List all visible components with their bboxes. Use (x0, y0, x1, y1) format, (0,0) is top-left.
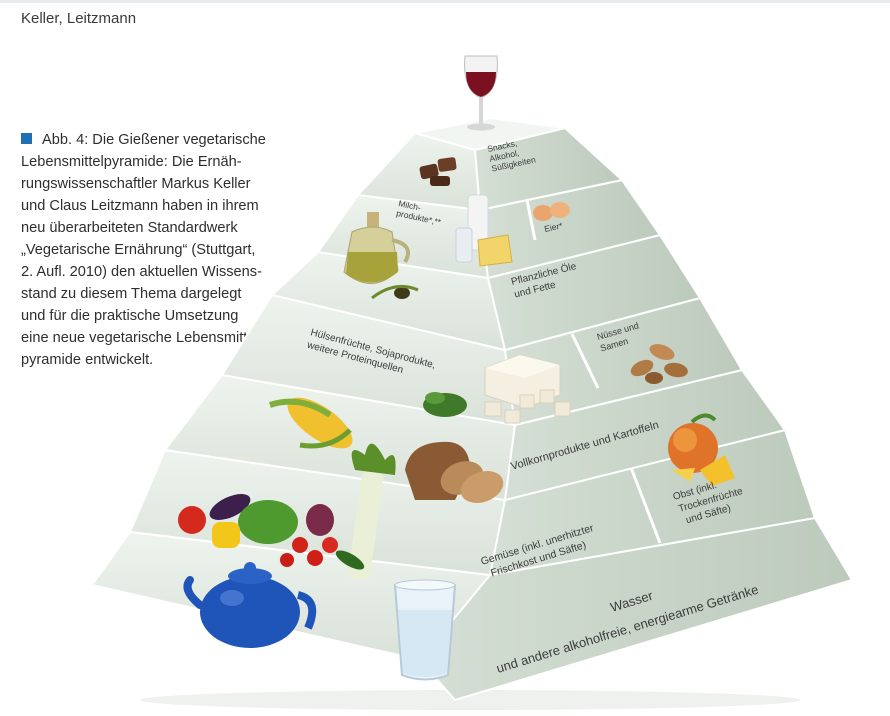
leek-icon (348, 443, 396, 580)
top-rule (0, 0, 890, 3)
milk-cheese-icon (455, 194, 513, 267)
caption-line-3: rungswissenschaftler Markus Keller (21, 176, 251, 192)
caption-marker-icon (21, 133, 32, 144)
caption-line-11: pyramide entwickelt. (21, 352, 154, 368)
bread-icon (405, 441, 504, 503)
fruit-icon (668, 413, 735, 486)
teapot-icon (183, 562, 317, 648)
caption-line-9: und für die praktische Umsetzung (21, 308, 239, 324)
chocolate-icon (419, 157, 457, 186)
caption-line-4: und Claus Leitzmann haben in ihrem (21, 198, 259, 214)
eggs-icon (533, 202, 570, 221)
label-eggs: Eier* (543, 220, 564, 234)
vegetables-icon (178, 494, 365, 570)
corn-icon (269, 397, 353, 449)
caption-line-10: eine neue vegetarische Lebensmittel- (21, 330, 264, 346)
running-header: Keller, Leitzmann (21, 10, 137, 27)
caption-line-2: Lebensmittelpyramide: Die Ernäh- (21, 154, 242, 170)
tier-oils (269, 233, 702, 352)
caption-line-7: 2. Aufl. 2010) den aktuellen Wissens- (21, 264, 262, 280)
herbs-icon (423, 392, 467, 417)
nuts-icon (630, 344, 688, 384)
tofu-icon (484, 354, 571, 424)
caption-line-5: neu überarbeiteten Standardwerk (21, 220, 238, 236)
caption-line-6: „Vegetarische Ernährung“ (Stuttgart, (21, 242, 256, 258)
pyramid-shadow (140, 690, 800, 710)
caption-line-8: stand zu diesem Thema dargelegt (21, 286, 242, 302)
figure-caption: Abb. 4: Die Gießener vegetarische Lebens… (21, 129, 283, 371)
tier-snacks (355, 116, 625, 212)
water-glass-icon (393, 579, 457, 681)
wine-glass-icon (464, 55, 498, 131)
oil-bottle-icon (343, 212, 419, 300)
caption-line-1: Abb. 4: Die Gießener vegetarische (21, 129, 283, 151)
